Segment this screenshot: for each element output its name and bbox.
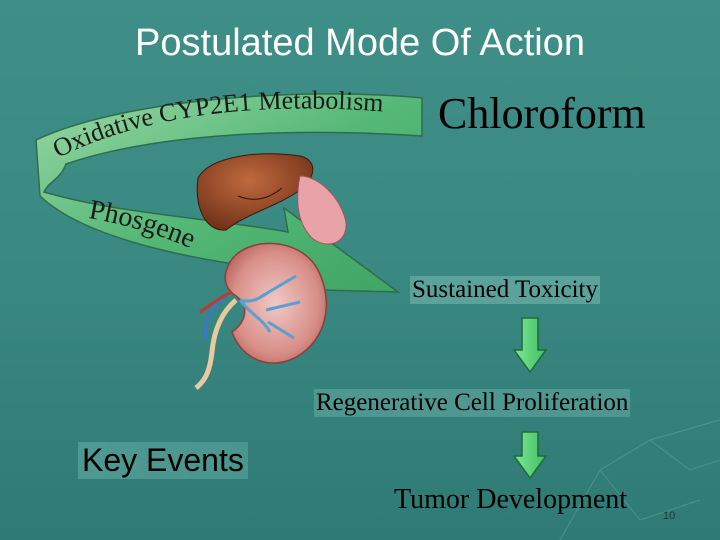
step-sustained-toxicity: Sustained Toxicity [410, 276, 600, 304]
key-events-label: Key Events [78, 442, 248, 479]
slide-title: Postulated Mode Of Action [135, 22, 585, 64]
step-arrow-1 [512, 317, 548, 374]
page-number: 10 [663, 510, 676, 522]
step-tumor-development: Tumor Development [394, 484, 628, 515]
kidney-icon [194, 242, 327, 390]
step-arrow-2 [512, 431, 548, 480]
step-regenerative-proliferation: Regenerative Cell Proliferation [314, 389, 631, 417]
liver-icon [196, 153, 347, 245]
chemical-label: Chloroform [438, 89, 646, 138]
background-texture [559, 419, 720, 540]
